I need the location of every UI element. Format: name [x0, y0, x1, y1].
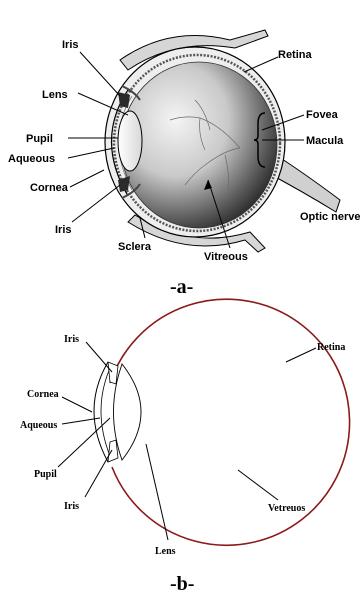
label-a-iris-top: Iris — [62, 39, 79, 51]
label-b-lens: Lens — [155, 546, 176, 557]
retina-arc — [110, 299, 350, 545]
lens-b — [114, 364, 142, 460]
label-a-fovea: Fovea — [306, 109, 339, 121]
leader-b-pupil — [58, 418, 110, 467]
label-a-iris-bottom: Iris — [55, 224, 72, 236]
label-a-retina: Retina — [278, 49, 313, 61]
label-b-aqueous: Aqueous — [20, 420, 57, 431]
label-a-aqueous: Aqueous — [8, 153, 55, 165]
label-a-optic-nerve: Optic nerve — [300, 211, 360, 223]
iris-top-b — [108, 362, 118, 384]
leader-retina — [244, 57, 278, 72]
label-b-iris-top: Iris — [64, 334, 79, 345]
leader-iris-bottom — [72, 185, 120, 222]
leader-b-lens — [146, 444, 168, 540]
label-a-lens: Lens — [42, 89, 68, 101]
vitreous-body — [121, 62, 277, 228]
label-b-retina: Retina — [317, 342, 345, 353]
leader-b-retina — [286, 348, 316, 362]
label-a-sclera: Sclera — [118, 241, 152, 253]
label-b-cornea: Cornea — [27, 389, 59, 400]
iris-bottom-b — [108, 440, 118, 462]
figure-a: Iris Lens Pupil Aqueous Cornea Iris Scle… — [8, 30, 360, 298]
label-b-pupil: Pupil — [34, 469, 57, 480]
label-a-vitreous: Vitreous — [204, 251, 248, 263]
leader-iris-top — [80, 52, 120, 96]
leader-b-cornea — [62, 397, 92, 412]
label-a-cornea: Cornea — [30, 182, 69, 194]
label-a-pupil: Pupil — [26, 133, 53, 145]
label-b-iris-bottom: Iris — [64, 501, 79, 512]
label-b-vetreuos: Vetreuos — [268, 503, 305, 514]
leader-b-iris-top — [86, 342, 112, 372]
leader-cornea — [70, 170, 104, 187]
label-a-macula: Macula — [306, 135, 344, 147]
figure-b: Iris Cornea Aqueous Pupil Iris Lens Reti… — [20, 299, 350, 595]
cornea-inner-outline — [101, 368, 110, 456]
leader-b-vetreuos — [238, 470, 278, 500]
leader-b-iris-bottom — [85, 450, 112, 497]
caption-b: -b- — [170, 573, 194, 595]
lens — [118, 111, 142, 171]
caption-a: -a- — [170, 276, 193, 298]
